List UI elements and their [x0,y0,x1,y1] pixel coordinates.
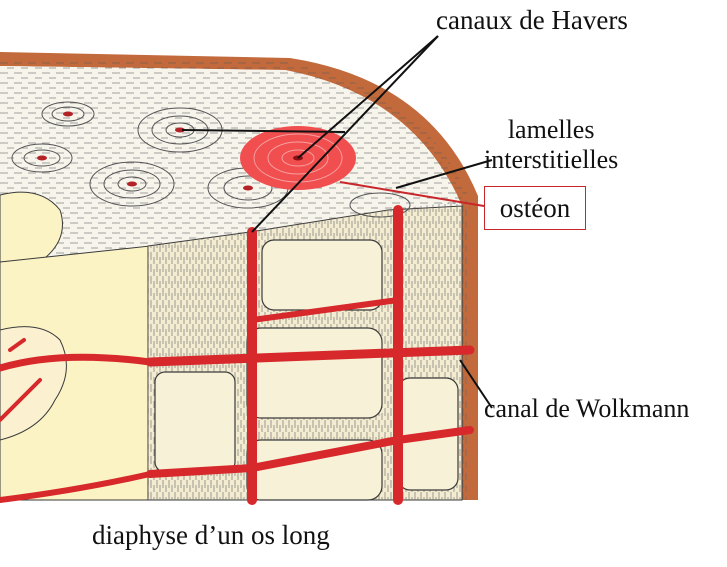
label-osteon: ostéon [484,186,586,230]
label-lamelles-interstitielles: lamelles interstitielles [484,115,618,175]
label-lamelles-line2: interstitielles [484,145,618,175]
label-canal-wolkmann: canal de Wolkmann [484,396,689,422]
label-lamelles-line1: lamelles [484,115,618,145]
label-canaux-havers: canaux de Havers [436,7,628,34]
caption-diaphyse: diaphyse d’un os long [92,522,330,549]
